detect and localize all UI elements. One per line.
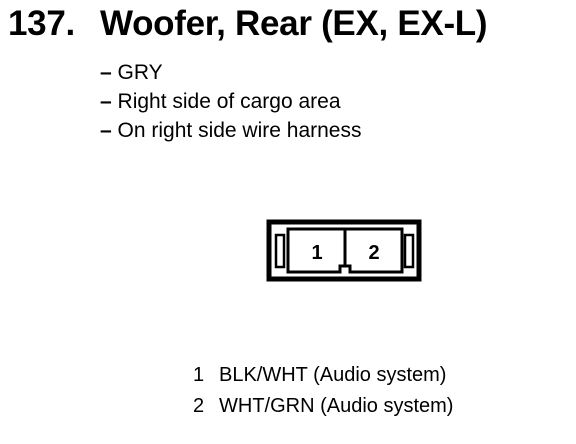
cavity-label-1: 1 xyxy=(311,242,322,264)
pin-description: BLK/WHT (Audio system) xyxy=(219,364,447,386)
right-latch xyxy=(403,233,415,269)
cavity-label-2: 2 xyxy=(368,242,379,264)
note-dash: – xyxy=(100,90,112,113)
left-latch xyxy=(274,233,286,269)
note-item: – On right side wire harness xyxy=(100,116,361,145)
connector-diagram: 1 2 xyxy=(266,219,422,282)
pin-number: 2 xyxy=(193,395,205,417)
pin-list: 1 BLK/WHT (Audio system) 2 WHT/GRN (Audio … xyxy=(193,360,453,422)
note-item: – GRY xyxy=(100,58,361,87)
note-dash: – xyxy=(100,61,112,84)
note-dash: – xyxy=(100,119,112,142)
note-item: – Right side of cargo area xyxy=(100,87,361,116)
title-text: Woofer, Rear (EX, EX-L) xyxy=(100,4,488,43)
title-number: 137. xyxy=(8,4,75,43)
pin-number: 1 xyxy=(193,364,205,386)
pin-item: 2 WHT/GRN (Audio system) xyxy=(193,391,453,422)
note-text: GRY xyxy=(117,61,163,84)
pin-description: WHT/GRN (Audio system) xyxy=(219,395,454,417)
pin-item: 1 BLK/WHT (Audio system) xyxy=(193,360,453,391)
note-text: Right side of cargo area xyxy=(117,90,341,113)
connector-notes: – GRY – Right side of cargo area – On ri… xyxy=(100,58,361,145)
note-text: On right side wire harness xyxy=(117,119,362,142)
page-title: 137. Woofer, Rear (EX, EX-L) xyxy=(8,4,488,44)
